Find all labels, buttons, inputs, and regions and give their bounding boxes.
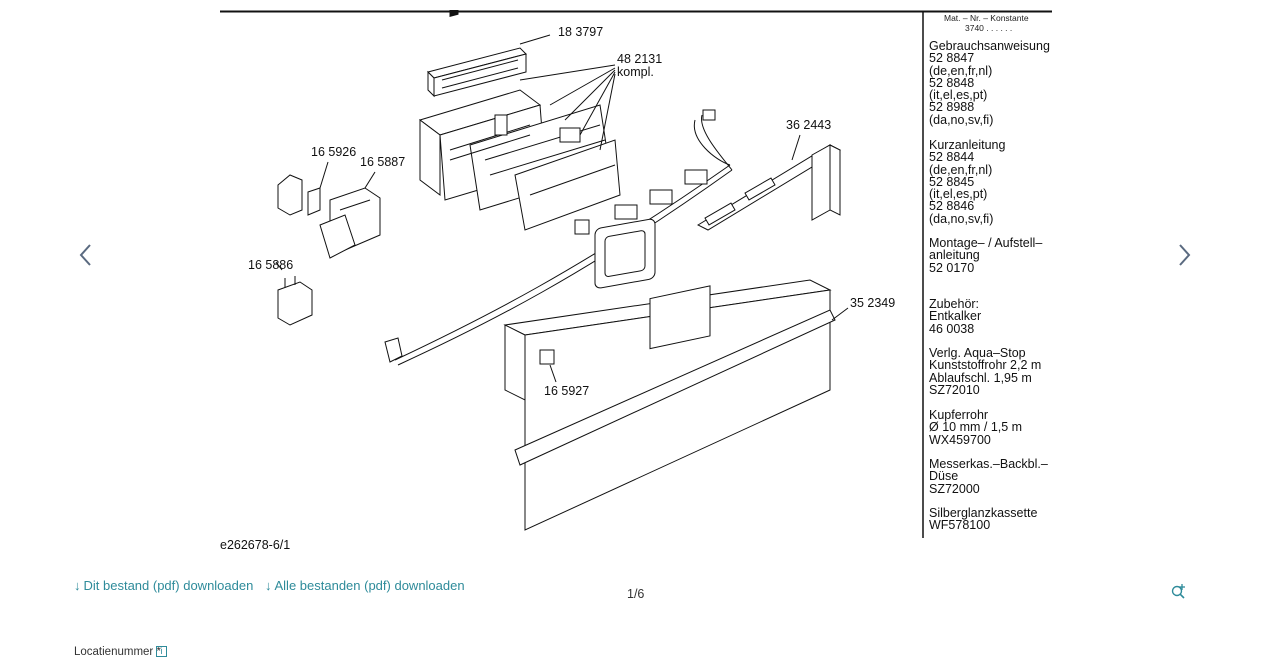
location-number-label: Locatienummer * [74, 646, 161, 658]
line: (da,no,sv,fi) [929, 112, 994, 127]
part-362443-fascia [696, 134, 842, 231]
part-352349-panel [503, 218, 849, 531]
chevron-right-icon [1179, 244, 1191, 266]
group-kupferrohr: Kupferrohr Ø 10 mm / 1,5 m WX459700 [929, 409, 1022, 446]
group-montage: Montage– / Aufstell– anleitung 52 0170 [929, 237, 1042, 274]
part-label-362443: 36 2443 [786, 118, 832, 132]
line: Messerkas.–Backbl.– [929, 457, 1048, 471]
line: (it,el,es,pt) [929, 88, 988, 103]
line: Kurzanleitung [929, 138, 1006, 152]
download-this-file-link[interactable]: ↓Dit bestand (pdf) downloaden [74, 578, 253, 593]
info-icon[interactable]: i [156, 646, 167, 657]
arrow-down-icon: ↓ [74, 578, 81, 593]
part-label-165886: 16 5886 [248, 258, 294, 272]
part-165887 [319, 171, 381, 259]
download-this-label: Dit bestand (pdf) downloaden [83, 578, 254, 593]
line: Entkalker [929, 309, 982, 324]
line: Ø 10 mm / 1,5 m [929, 420, 1023, 435]
line: (de,en,fr,nl) [929, 63, 993, 78]
column-header-value: 3740 . . . . . . [965, 23, 1013, 33]
line: SZ72000 [929, 481, 980, 496]
part-wiring-harness [384, 109, 733, 366]
line: (it,el,es,pt) [929, 187, 988, 202]
line: Kunststoffrohr 2,2 m [929, 358, 1042, 373]
part-label-352349: 35 2349 [850, 296, 896, 310]
material-reference-column: Mat. – Nr. – Konstante 3740 . . . . . . … [929, 10, 1051, 538]
line: Montage– / Aufstell– [929, 236, 1043, 250]
line: 52 8845 [929, 174, 975, 189]
exploded-parts-drawing: 18 3797 48 2131 kompl. 16 5926 16 5887 3… [220, 10, 1052, 555]
line: (da,no,sv,fi) [929, 211, 994, 226]
zoom-in-button[interactable] [1170, 582, 1188, 600]
group-kurzanleitung: Kurzanleitung 52 8844 (de,en,fr,nl) 52 8… [929, 138, 1006, 226]
group-silberglanz: Silberglanzkassette WF578100 [929, 507, 1037, 532]
line: Düse [929, 469, 959, 484]
line: 52 8846 [929, 199, 975, 214]
column-header: Mat. – Nr. – Konstante [944, 13, 1029, 23]
drawing-code: e262678-6/1 [220, 538, 291, 552]
group-gebrauchsanweisung: Gebrauchsanweisung 52 8847 (de,en,fr,nl)… [929, 39, 1050, 127]
line: 52 8848 [929, 75, 975, 90]
line: Ablaufschl. 1,95 m [929, 370, 1032, 385]
line: 52 8844 [929, 150, 975, 165]
line: SZ72010 [929, 382, 980, 397]
download-all-files-link[interactable]: ↓Alle bestanden (pdf) downloaden [265, 578, 465, 593]
group-aqua-stop: Verlg. Aqua–Stop Kunststoffrohr 2,2 m Ab… [929, 346, 1042, 397]
part-label-183797: 18 3797 [558, 25, 604, 39]
part-label-165927: 16 5927 [544, 384, 590, 398]
chevron-left-icon [79, 244, 91, 266]
line: anleitung [929, 248, 980, 263]
line: Kupferrohr [929, 408, 989, 422]
line: Silberglanzkassette [929, 506, 1038, 520]
part-label-165887: 16 5887 [360, 155, 406, 169]
line: Verlg. Aqua–Stop [929, 346, 1026, 360]
part-482131-board [418, 64, 621, 231]
part-label-165926: 16 5926 [311, 145, 357, 159]
next-page-button[interactable] [1172, 240, 1196, 270]
arrow-down-icon: ↓ [265, 578, 272, 593]
part-label-482131-sub: kompl. [617, 65, 654, 79]
line: (de,en,fr,nl) [929, 162, 993, 177]
line: WF578100 [929, 518, 991, 533]
zoom-in-icon [1171, 584, 1185, 599]
part-165886 [275, 261, 313, 326]
line: 52 0170 [929, 260, 975, 275]
group-messerkas: Messerkas.–Backbl.– Düse SZ72000 [929, 458, 1048, 495]
part-165926 [277, 161, 329, 216]
line: 52 8988 [929, 100, 975, 115]
line: 46 0038 [929, 321, 975, 336]
group-zubehoer: Zubehör: Entkalker 46 0038 [929, 298, 981, 335]
line: Zubehör: [929, 297, 980, 311]
part-183797-strip [427, 10, 551, 98]
line: 52 8847 [929, 51, 975, 66]
download-all-label: Alle bestanden (pdf) downloaden [274, 578, 465, 593]
part-label-482131: 48 2131 [617, 52, 663, 66]
prev-page-button[interactable] [74, 240, 98, 270]
document-viewer: 18 3797 48 2131 kompl. 16 5926 16 5887 3… [74, 10, 1196, 555]
page-indicator: 1/6 [627, 587, 645, 601]
line: Gebrauchsanweisung [929, 39, 1050, 53]
parts-diagram [220, 10, 1052, 538]
line: WX459700 [929, 432, 991, 447]
